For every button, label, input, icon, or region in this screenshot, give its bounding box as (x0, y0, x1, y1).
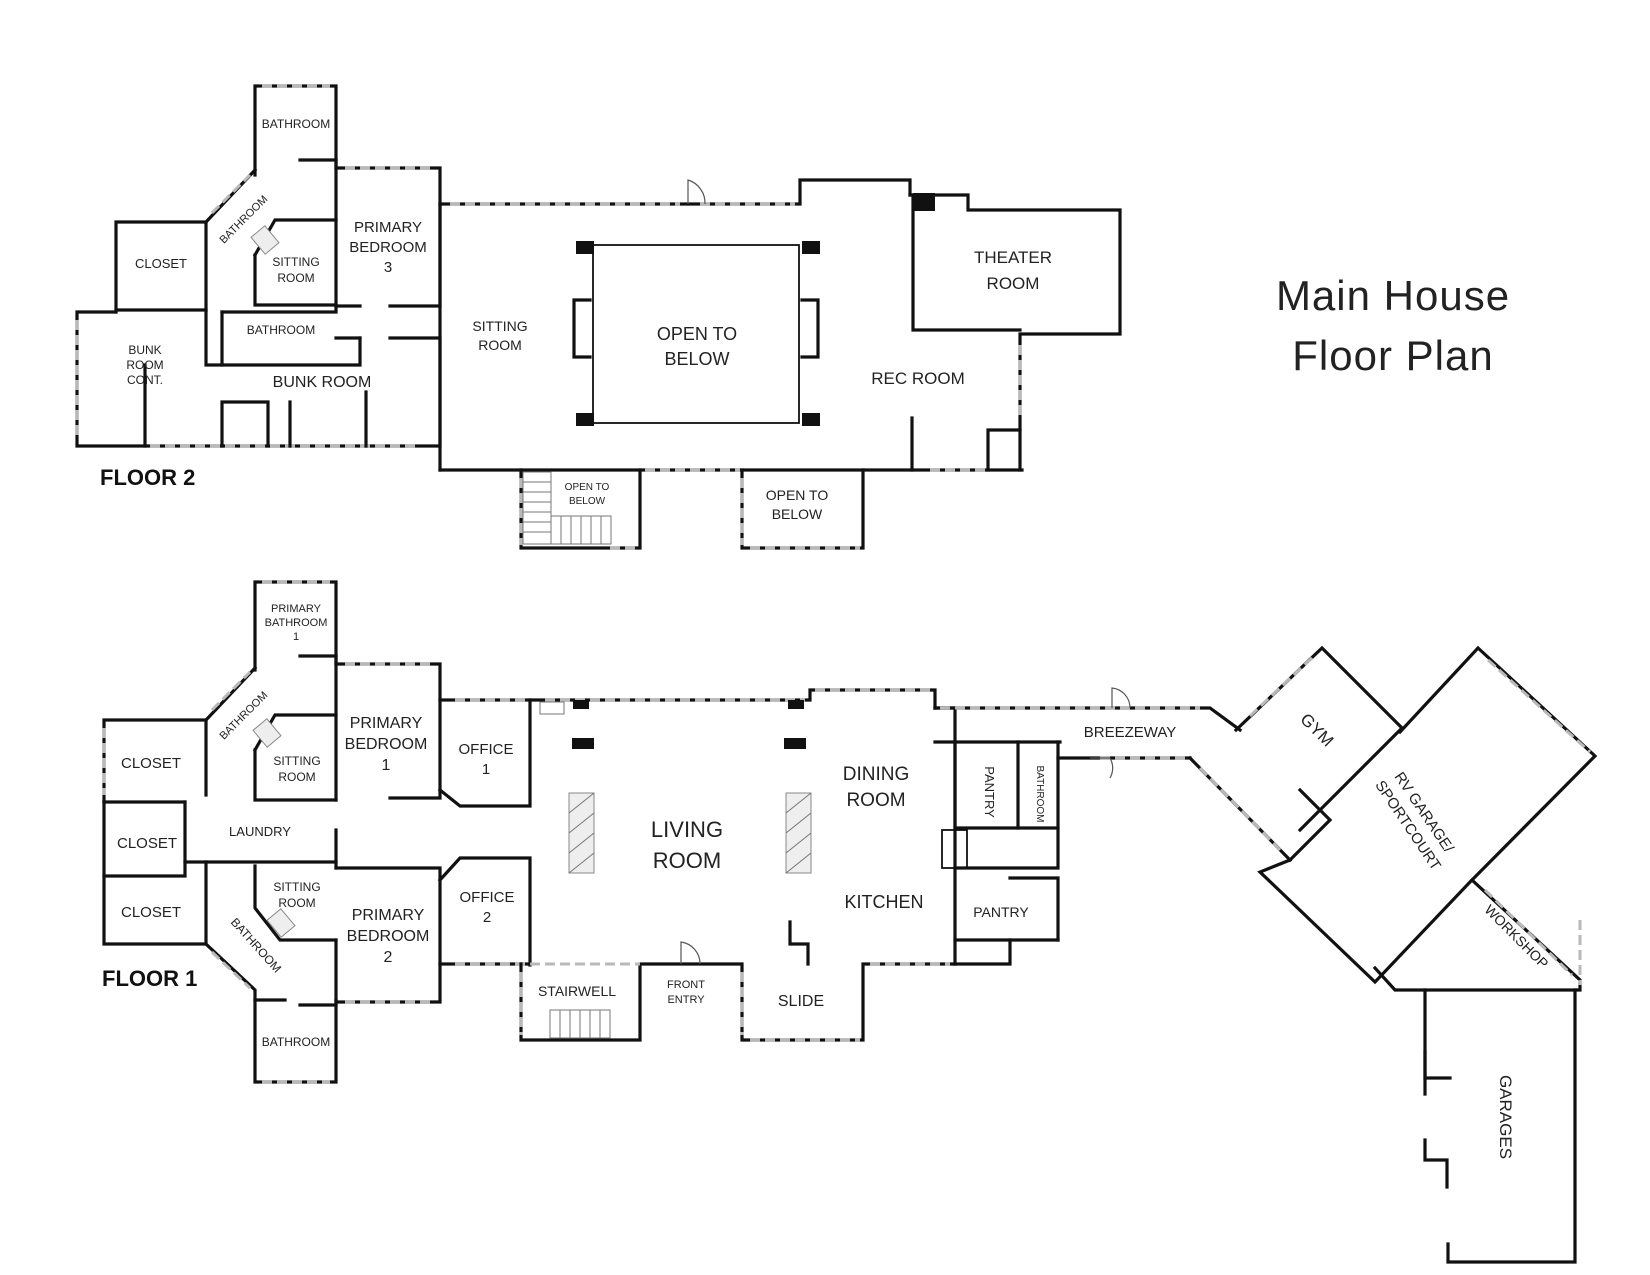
f1-workshop-label: WORKSHOP (1481, 901, 1551, 971)
f1-living-label-1: LIVING (651, 817, 723, 842)
f1-pantry-label: PANTRY (973, 904, 1029, 920)
f1-primary-bath-1-label-3: 1 (293, 631, 299, 643)
floor-1-labels: PRIMARY BATHROOM 1 BATHROOM CLOSET SITTI… (117, 603, 1552, 1159)
f1-office-2-label-2: 2 (483, 909, 491, 926)
f1-primary-bed-1-label-1: PRIMARY (350, 715, 423, 732)
f2-theater-label-2: ROOM (987, 274, 1040, 293)
f1-kitchen-label: KITCHEN (844, 892, 923, 912)
floor-2-stair (522, 471, 612, 545)
f1-primary-bed-2-label-3: 2 (384, 949, 393, 966)
f1-sitting-2-label-1: SITTING (273, 880, 320, 894)
floor-1-plan: FLOOR 1 (102, 580, 1598, 1264)
f1-bathroom-vert-label: BATHROOM (1034, 765, 1045, 822)
f2-primary-bedroom-3-label-3: 3 (384, 259, 392, 276)
f1-bathroom-bottom-label: BATHROOM (262, 1035, 330, 1049)
f2-bunk-room-label: BUNK ROOM (273, 374, 372, 391)
f1-primary-bath-1-label-2: BATHROOM (265, 617, 328, 629)
floor-1-offices (437, 698, 532, 966)
f1-office-1-label-2: 1 (482, 761, 490, 778)
floor-1-label: FLOOR 1 (102, 966, 197, 991)
f1-primary-bed-2-label-1: PRIMARY (352, 907, 425, 924)
f1-primary-bath-1-label-1: PRIMARY (271, 603, 322, 615)
f1-living-label-2: ROOM (653, 848, 721, 873)
f1-dining-label-2: ROOM (846, 790, 905, 811)
f1-sitting-1-label-1: SITTING (273, 754, 320, 768)
f1-office-2-label-1: OFFICE (460, 889, 515, 906)
f2-open-below-right-label-2: BELOW (772, 506, 823, 522)
f2-primary-bedroom-3-label-1: PRIMARY (354, 219, 422, 236)
f2-sitting-room-big-label-1: SITTING (472, 318, 527, 334)
f2-open-below-right-label-1: OPEN TO (766, 487, 829, 503)
floor-2-label: FLOOR 2 (100, 465, 195, 490)
f2-sitting-room-label-2: ROOM (277, 271, 314, 285)
f2-open-below-label-1: OPEN TO (657, 324, 737, 344)
f1-gym-label: GYM (1296, 710, 1337, 751)
f1-slide-label: SLIDE (778, 993, 824, 1010)
f2-bunk-cont-label-1: BUNK (128, 343, 161, 357)
f1-primary-bed-1-label-3: 1 (382, 757, 391, 774)
f1-garages-label: GARAGES (1496, 1075, 1515, 1159)
f1-sitting-1-label-2: ROOM (278, 770, 315, 784)
f1-office-1-label-1: OFFICE (459, 741, 514, 758)
floor-1-stair (549, 1009, 611, 1039)
f2-theater-label-1: THEATER (974, 248, 1052, 267)
f1-closet-2-label: CLOSET (117, 835, 177, 852)
f2-open-below-small-label-2: BELOW (569, 496, 606, 507)
f1-breezeway-label: BREEZEWAY (1084, 724, 1177, 741)
f1-dining-label-1: DINING (843, 764, 910, 785)
f2-bathroom-mid-label: BATHROOM (247, 323, 315, 337)
f1-laundry-label: LAUNDRY (229, 824, 291, 839)
title-line-1: Main House (1276, 272, 1510, 319)
floor-2-plan: FLOOR 2 (75, 84, 1122, 550)
floor-1-west-wing (102, 580, 442, 1084)
f2-open-below-small-label-1: OPEN TO (565, 482, 610, 493)
f1-primary-bed-2-label-2: BEDROOM (347, 928, 430, 945)
floor-2-west-wing (75, 84, 442, 448)
floor-1-central-block (519, 688, 1062, 1042)
plan-title: Main House Floor Plan (1276, 272, 1510, 379)
f2-bathroom-top-label: BATHROOM (262, 117, 330, 131)
f1-closet-1-label: CLOSET (121, 755, 181, 772)
f2-bunk-cont-label-3: CONT. (127, 373, 163, 387)
floor-2-central-block (438, 178, 1122, 550)
f2-bunk-cont-label-2: ROOM (126, 358, 163, 372)
f1-front-entry-label-1: FRONT (667, 979, 705, 991)
f1-sitting-2-label-2: ROOM (278, 896, 315, 910)
f2-primary-bedroom-3-label-2: BEDROOM (349, 239, 427, 256)
floor-1-east-buildings (1233, 645, 1598, 1264)
f2-sitting-room-label-1: SITTING (272, 255, 319, 269)
f2-sitting-room-big-label-2: ROOM (478, 337, 522, 353)
f1-front-entry-label-2: ENTRY (667, 994, 705, 1006)
title-line-2: Floor Plan (1292, 332, 1493, 379)
f2-closet-label: CLOSET (135, 256, 187, 271)
f1-primary-bed-1-label-2: BEDROOM (345, 736, 428, 753)
f1-stairwell-label: STAIRWELL (538, 983, 616, 999)
f1-pantry-vert-label: PANTRY (982, 766, 997, 818)
f2-open-below-label-2: BELOW (664, 349, 729, 369)
f1-closet-3-label: CLOSET (121, 904, 181, 921)
floor-1-breezeway (933, 687, 1293, 863)
f2-rec-room-label: REC ROOM (871, 369, 965, 388)
